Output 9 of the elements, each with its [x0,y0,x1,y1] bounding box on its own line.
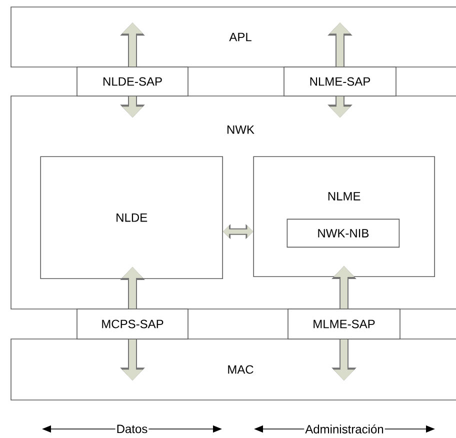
block-box: NWK-NIB [286,218,400,248]
interface-box: NLME-SAP [284,66,396,96]
layer-box: APL [10,6,456,68]
block-box: NLDE [40,156,223,279]
interface-box: MLME-SAP [288,308,400,340]
range-label: Datos [115,424,149,434]
interface-box: NLDE-SAP [76,66,188,96]
interface-box: MCPS-SAP [76,308,188,340]
range-label: Administración [304,424,385,434]
